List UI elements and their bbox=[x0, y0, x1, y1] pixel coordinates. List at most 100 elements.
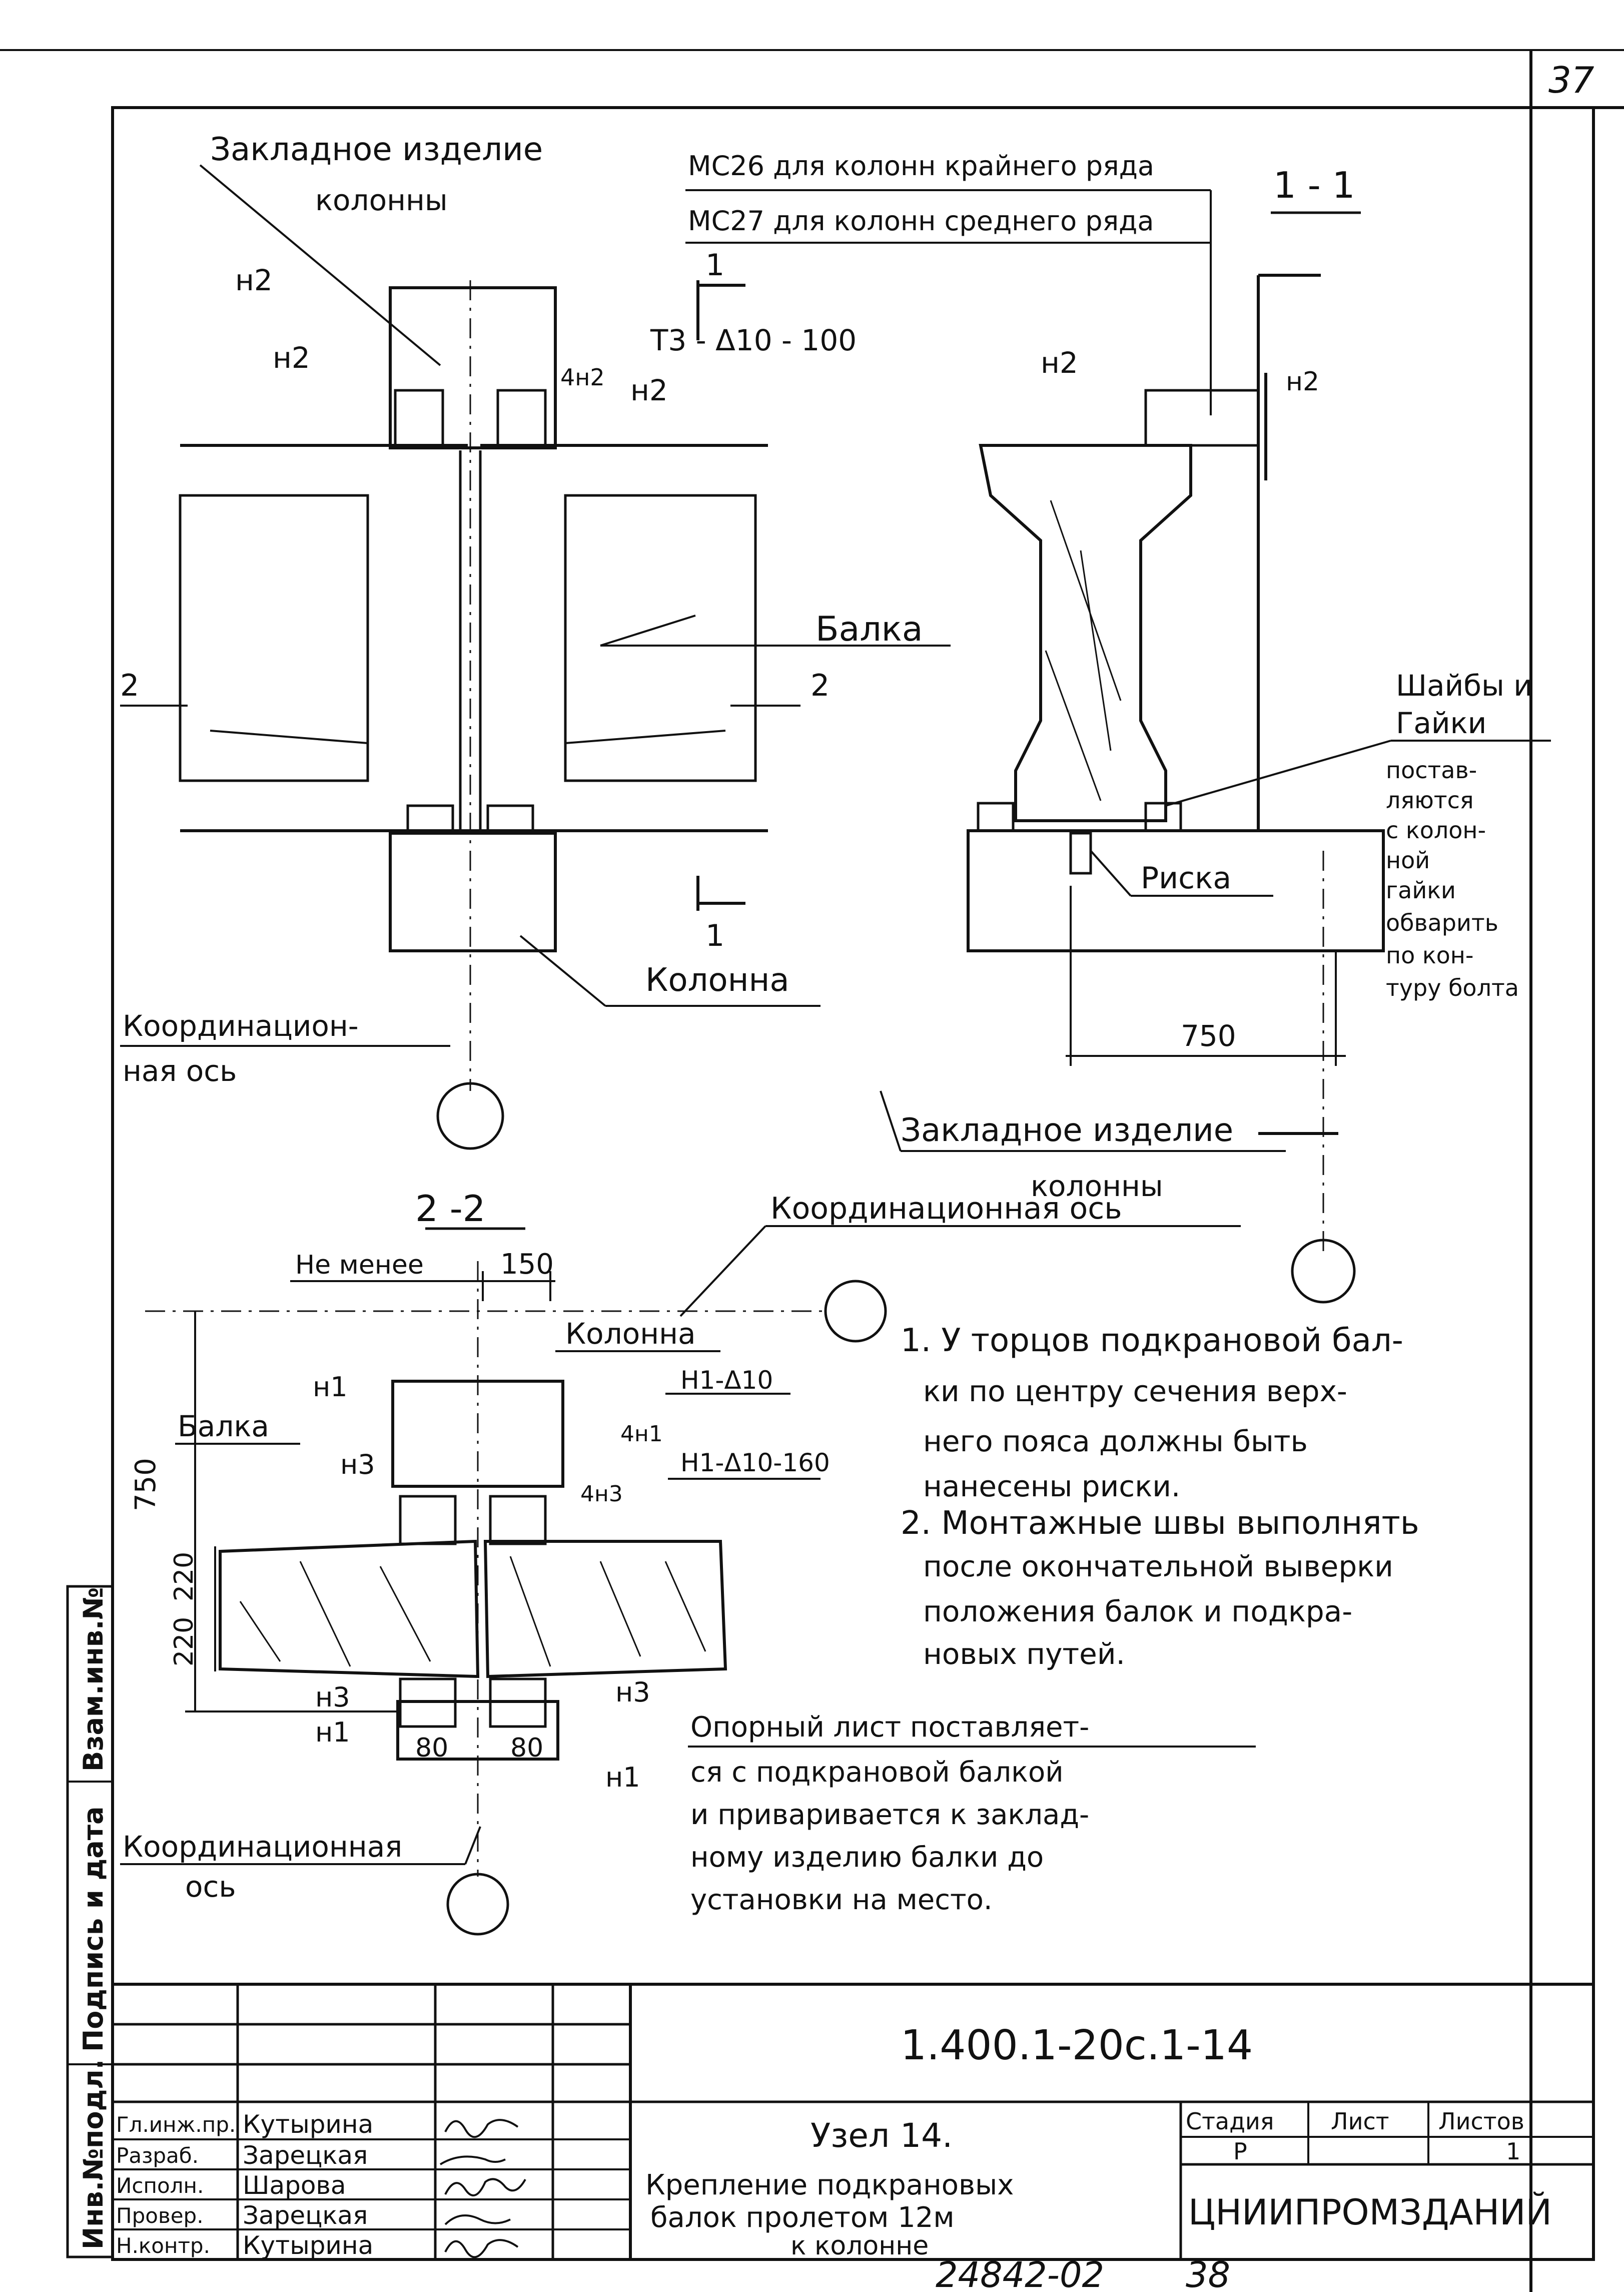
note-line-7: по кон- bbox=[1386, 942, 1473, 969]
beam-2-2-label: Балка bbox=[178, 1409, 269, 1443]
strip-podpis-data: Подпись и дата bbox=[78, 1807, 109, 2052]
archive-number: 24842-02 bbox=[936, 2254, 1104, 2292]
frame bbox=[0, 49, 1624, 2292]
support-note-2: ся с подкрановой балкой bbox=[690, 1756, 1064, 1789]
label-n1-right: н1 bbox=[605, 1762, 640, 1793]
sheet-title-2: Крепление подкрановых bbox=[645, 2169, 1014, 2201]
organization: ЦНИИПРОМЗДАНИЙ bbox=[1188, 2192, 1552, 2233]
section-mark-2-left: 2 bbox=[120, 668, 139, 703]
footer-page: 38 bbox=[1186, 2254, 1230, 2292]
embed-title-2: колонны bbox=[315, 183, 448, 217]
role-5: Н.контр. bbox=[116, 2233, 210, 2258]
embed-1-1-line-1: Закладное изделие bbox=[901, 1112, 1233, 1149]
column-label: Колонна bbox=[645, 962, 789, 999]
note-2-line-4: новых путей. bbox=[923, 1637, 1125, 1671]
beam-label: Балка bbox=[816, 610, 923, 649]
support-note-3: и приваривается к заклад- bbox=[690, 1799, 1089, 1831]
top-elevation bbox=[120, 164, 951, 1150]
dim-750-top: 750 bbox=[1181, 1019, 1236, 1053]
sheet-title-4: к колонне bbox=[790, 2231, 929, 2261]
note-line-5: гайки bbox=[1386, 877, 1456, 904]
washers-label-2: Гайки bbox=[1396, 706, 1486, 740]
label-1-1-n2-right: н2 bbox=[1286, 367, 1319, 397]
section-1-1-drawing bbox=[679, 189, 1551, 1317]
note-1-line-4: нанесены риски. bbox=[923, 1469, 1180, 1503]
dim-80-a: 80 bbox=[415, 1733, 448, 1763]
note-1-line-2: ки по центру сечения верх- bbox=[923, 1374, 1347, 1408]
sheet-title-3: балок пролетом 12м bbox=[650, 2201, 955, 2234]
title-block bbox=[113, 1983, 1593, 2259]
label-n3-top: н3 bbox=[340, 1449, 375, 1480]
section-2-2-title: 2 -2 bbox=[415, 1188, 485, 1230]
stage-value: Р bbox=[1233, 2138, 1247, 2165]
note-1-line-1: 1. У торцов подкрановой бал- bbox=[901, 1322, 1403, 1359]
dim-220-a: 220 bbox=[169, 1552, 199, 1601]
section-2-2-drawing bbox=[120, 1227, 1256, 1936]
ms26-label: МС26 для колонн крайнего ряда bbox=[688, 150, 1154, 182]
role-2: Разраб. bbox=[116, 2143, 199, 2168]
label-4n3: 4н3 bbox=[580, 1481, 623, 1507]
sheets-header: Листов bbox=[1438, 2108, 1524, 2135]
coord-2-2-line-2: ось bbox=[185, 1870, 236, 1904]
note-line-8: туру болта bbox=[1386, 974, 1519, 1001]
note-2-line-1: 2. Монтажные швы выполнять bbox=[901, 1505, 1419, 1542]
support-note-4: ному изделию балки до bbox=[690, 1841, 1044, 1874]
risk-label: Риска bbox=[1141, 861, 1231, 896]
note-line-2: ляются bbox=[1386, 787, 1474, 814]
label-n2-c: н2 bbox=[630, 373, 668, 407]
label-4n2: 4н2 bbox=[560, 364, 605, 391]
dim-80-b: 80 bbox=[510, 1733, 543, 1763]
role-3: Исполн. bbox=[116, 2173, 204, 2198]
name-2: Зарецкая bbox=[243, 2141, 368, 2170]
label-n1-weld: Н1-Δ10 bbox=[680, 1366, 773, 1395]
note-line-4: ной bbox=[1386, 847, 1430, 874]
ms27-label: МС27 для колонн среднего ряда bbox=[688, 205, 1154, 237]
label-n1-top: н1 bbox=[313, 1371, 348, 1403]
note-2-line-3: положения балок и подкра- bbox=[923, 1594, 1352, 1628]
support-note-5: установки на место. bbox=[690, 1884, 993, 1916]
label-1-1-n2: н2 bbox=[1041, 346, 1078, 380]
label-n2-b: н2 bbox=[273, 341, 310, 375]
coord-axis-label-1: Координацион- bbox=[123, 1009, 359, 1043]
sheet-header: Лист bbox=[1331, 2108, 1389, 2135]
section-mark-2-right: 2 bbox=[810, 668, 830, 703]
embed-1-1-line-2: колонны bbox=[1031, 1169, 1163, 1203]
role-4: Провер. bbox=[116, 2203, 204, 2228]
label-n3-left: н3 bbox=[315, 1681, 350, 1713]
section-mark-1-top: 1 bbox=[705, 248, 724, 283]
label-n1-weld-160: Н1-Δ10-160 bbox=[680, 1448, 830, 1477]
column-2-2-label: Колонна bbox=[565, 1317, 696, 1351]
strip-vzam-inv: Взам.инв.№ bbox=[78, 1587, 109, 1772]
name-3: Шарова bbox=[243, 2171, 346, 2200]
name-5: Кутырина bbox=[243, 2231, 373, 2260]
label-n1-left: н1 bbox=[315, 1716, 350, 1748]
dim-750-vertical: 750 bbox=[130, 1458, 162, 1511]
not-less-label: Не менее bbox=[295, 1250, 424, 1280]
washers-label-1: Шайбы и bbox=[1396, 669, 1532, 703]
note-line-3: с колон- bbox=[1386, 817, 1486, 844]
label-t3-weld: Т3 - Δ10 - 100 bbox=[650, 323, 857, 357]
coord-axis-label-2: ная ось bbox=[123, 1054, 237, 1088]
name-4: Зарецкая bbox=[243, 2201, 368, 2230]
note-1-line-3: него пояса должны быть bbox=[923, 1424, 1308, 1458]
section-mark-1-bottom: 1 bbox=[705, 918, 724, 953]
stage-header: Стадия bbox=[1186, 2108, 1274, 2135]
coord-2-2-line-1: Координационная bbox=[123, 1830, 402, 1864]
note-2-line-2: после окончательной выверки bbox=[923, 1549, 1393, 1583]
sheet-title-1: Узел 14. bbox=[810, 2116, 953, 2155]
support-note-1: Опорный лист поставляет- bbox=[690, 1711, 1089, 1744]
embed-title-1: Закладное изделие bbox=[210, 131, 543, 168]
page-number: 37 bbox=[1548, 59, 1594, 101]
note-line-1: постав- bbox=[1386, 757, 1477, 784]
strip-inv-podl: Инв.№подл. bbox=[78, 2059, 109, 2249]
label-n2-a: н2 bbox=[235, 263, 273, 297]
label-n3-right: н3 bbox=[615, 1676, 650, 1708]
label-4n1: 4н1 bbox=[620, 1421, 663, 1447]
dim-150: 150 bbox=[500, 1248, 554, 1281]
section-1-1-title: 1 - 1 bbox=[1273, 164, 1355, 206]
sheets-value: 1 bbox=[1506, 2138, 1520, 2165]
name-1: Кутырина bbox=[243, 2110, 373, 2139]
note-line-6: обварить bbox=[1386, 909, 1498, 936]
coord-axis-1-1: Координационная ось bbox=[770, 1191, 1122, 1226]
